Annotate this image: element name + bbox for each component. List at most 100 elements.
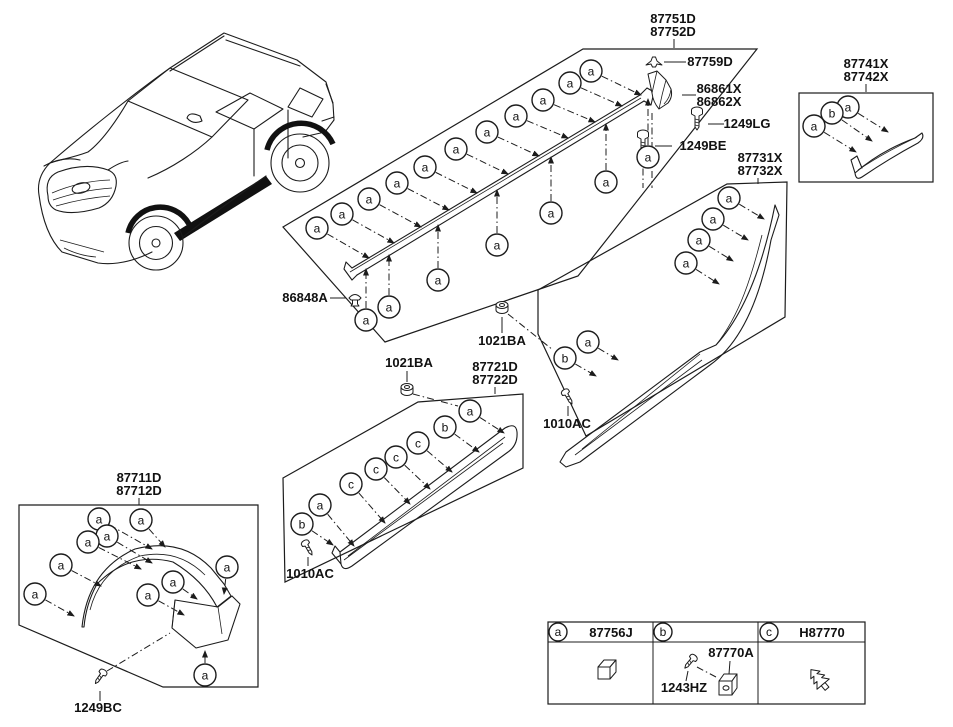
svg-text:c: c <box>415 437 421 451</box>
exploded-boxes <box>18 48 934 688</box>
legend-table: a b c 87756J H87770 <box>547 621 866 705</box>
svg-text:a: a <box>811 120 818 134</box>
leader-line <box>841 119 873 142</box>
part-label-1249LG: 1249LG <box>708 116 770 131</box>
leader-line <box>45 599 75 617</box>
leader-line <box>708 245 734 262</box>
callout-a: a <box>49 553 73 577</box>
callout-a: a <box>161 570 185 594</box>
screw-1249LG-icon <box>691 106 703 131</box>
callout-a: a <box>504 104 528 128</box>
svg-text:a: a <box>845 101 852 115</box>
part-label-87770A: 87770A <box>708 645 754 675</box>
part-labels: 87751D87752D87759D86861X86862X1249LG1249… <box>74 11 889 715</box>
svg-text:a: a <box>540 94 547 108</box>
leader-line <box>327 513 355 547</box>
svg-text:a: a <box>683 257 690 271</box>
rear-door-moulding-art <box>559 204 780 468</box>
part-label-1021BA: 1021BA <box>385 355 433 382</box>
callout-a: a <box>485 233 509 257</box>
svg-text:a: a <box>363 314 370 328</box>
svg-text:c: c <box>348 478 354 492</box>
svg-text:a: a <box>710 213 717 227</box>
callout-a: a <box>426 268 450 292</box>
callout-b: b <box>433 415 457 439</box>
svg-text:c: c <box>373 463 379 477</box>
leader-line <box>526 120 569 139</box>
part-label-1243HZ: 1243HZ <box>661 670 707 695</box>
svg-text:a: a <box>138 514 145 528</box>
svg-text:a: a <box>453 143 460 157</box>
legend-part-a: 87756J <box>589 625 632 640</box>
leader-line <box>739 203 765 220</box>
callout-a: a <box>558 71 582 95</box>
callout-a: a <box>354 308 378 332</box>
leader-line <box>580 87 623 107</box>
leader-line <box>601 75 642 96</box>
svg-text:86848A: 86848A <box>282 290 328 305</box>
part-label-87759D: 87759D <box>664 54 733 69</box>
svg-text:a: a <box>567 77 574 91</box>
svg-text:a: a <box>386 301 393 315</box>
callout-a: a <box>458 399 482 423</box>
svg-text:a: a <box>104 530 111 544</box>
leader-line <box>479 417 505 434</box>
quarter-moulding-art <box>850 132 924 179</box>
svg-text:87722D: 87722D <box>472 372 518 387</box>
leader-line <box>598 347 619 361</box>
grommet-1021BA-icon <box>495 301 509 314</box>
leader-line <box>158 600 185 616</box>
callout-a: a <box>576 330 600 354</box>
part-label-1021BA: 1021BA <box>478 317 526 348</box>
svg-text:a: a <box>145 589 152 603</box>
box-rear-door-moulding <box>537 181 788 437</box>
svg-text:a: a <box>585 336 592 350</box>
callout-a: a <box>579 59 603 83</box>
part-label-1010AC: 1010AC <box>543 406 591 431</box>
leader-line <box>426 450 453 473</box>
leader-line <box>327 233 370 259</box>
callout-c: c <box>339 472 363 496</box>
svg-text:87712D: 87712D <box>116 483 162 498</box>
leader-lines <box>45 75 889 678</box>
callout-a: a <box>357 187 381 211</box>
callout-a: a <box>636 145 660 169</box>
legend-letter-c: c <box>766 625 772 639</box>
svg-text:1010AC: 1010AC <box>286 566 334 581</box>
svg-text:a: a <box>603 176 610 190</box>
leader-line <box>384 477 411 505</box>
legend-letter-b: b <box>660 625 667 639</box>
svg-text:a: a <box>494 239 501 253</box>
box-wheel-arch-moulding <box>18 504 259 688</box>
screw-1010AC-icon <box>299 538 316 558</box>
callout-b: b <box>290 512 314 536</box>
wheel-arch-moulding-art <box>81 545 241 649</box>
svg-text:a: a <box>202 669 209 683</box>
callout-a: a <box>413 155 437 179</box>
svg-text:a: a <box>588 65 595 79</box>
part-artwork <box>81 87 924 649</box>
leader-line <box>553 104 596 123</box>
legend-letter-a-icon <box>548 622 568 642</box>
callout-a: a <box>76 530 100 554</box>
screw-1010AC-icon <box>559 387 576 407</box>
front-door-moulding-art <box>331 425 518 570</box>
svg-text:1249LG: 1249LG <box>724 116 771 131</box>
svg-text:a: a <box>467 405 474 419</box>
legend-part-c: H87770 <box>799 625 845 640</box>
svg-text:87759D: 87759D <box>687 54 733 69</box>
leader-line <box>857 112 889 133</box>
leader-line <box>117 541 153 564</box>
svg-text:a: a <box>224 561 231 575</box>
leader-line <box>695 269 720 285</box>
legend-letter-a: a <box>555 625 562 639</box>
callout-a: a <box>475 120 499 144</box>
svg-text:1249BE: 1249BE <box>680 138 727 153</box>
callout-b: b <box>553 346 577 370</box>
callout-a: a <box>674 251 698 275</box>
svg-text:a: a <box>422 161 429 175</box>
